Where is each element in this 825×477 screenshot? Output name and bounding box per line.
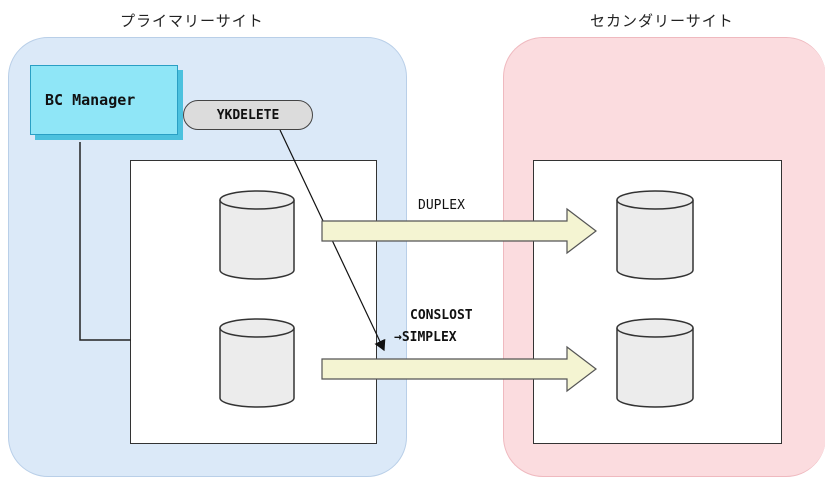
primary-site-label: プライマリーサイト [120,12,264,30]
command-ykdelete: YKDELETE [183,100,313,130]
command-label: YKDELETE [216,107,280,123]
copy-arrow-duplex [321,207,597,255]
pair-state-simplex: →SIMPLEX [394,330,457,345]
secondary-site-label: セカンダリーサイト [590,12,734,30]
primary-volume-2 [219,318,295,408]
bc-manager-box: BC Manager [30,65,178,135]
bc-manager-label: BC Manager [45,91,136,109]
bc-manager-connection-line [79,142,131,341]
secondary-volume-1 [616,190,694,280]
primary-volume-1 [219,190,295,280]
secondary-volume-2 [616,318,694,408]
copy-arrow-simplex [321,345,597,393]
pair-state-conslost: CONSLOST [410,308,473,323]
pair-state-duplex: DUPLEX [418,198,465,213]
